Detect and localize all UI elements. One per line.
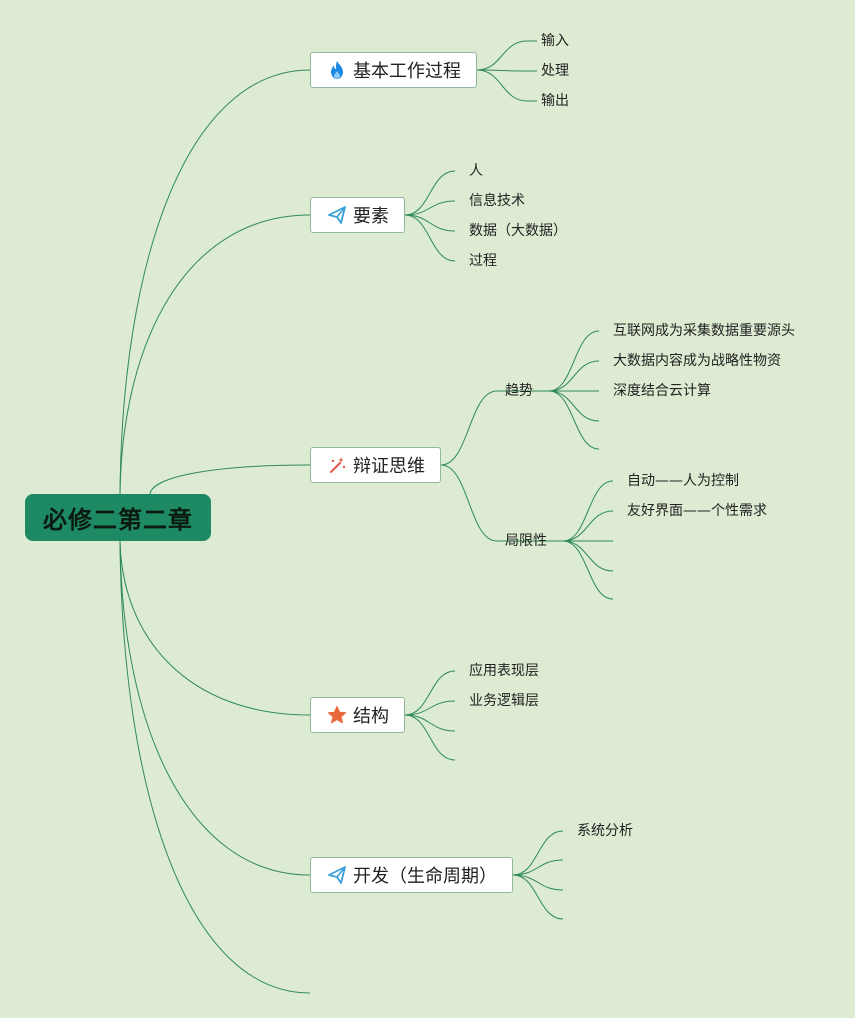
leaf-info-tech[interactable]: 信息技术 xyxy=(469,193,525,209)
connector-line xyxy=(548,330,600,392)
connector-line xyxy=(476,40,528,71)
leaf-trend-1[interactable]: 互联网成为采集数据重要源头 xyxy=(613,323,795,339)
leaf-output[interactable]: 输出 xyxy=(541,93,569,109)
root-topic[interactable]: 必修二第二章 xyxy=(25,494,211,541)
branch-label: 辩证思维 xyxy=(353,456,425,477)
flame-icon xyxy=(327,60,347,80)
connector-line xyxy=(562,510,614,542)
leaf-procedure[interactable]: 过程 xyxy=(469,253,497,269)
connector-line xyxy=(149,464,311,495)
paper-plane-icon xyxy=(327,865,347,885)
connector-line xyxy=(548,390,600,450)
connector-line xyxy=(476,69,528,102)
connector-line xyxy=(404,714,456,732)
connector-line xyxy=(404,214,456,232)
connector-line xyxy=(404,214,456,262)
leaf-limit-2[interactable]: 友好界面——个性需求 xyxy=(627,503,767,519)
leaf-process[interactable]: 处理 xyxy=(541,63,569,79)
paper-plane-icon xyxy=(327,205,347,225)
connector-line xyxy=(440,390,498,466)
connector-line xyxy=(512,830,564,876)
root-topic-label: 必修二第二章 xyxy=(43,506,193,534)
branch-dialectic[interactable]: 辩证思维 xyxy=(310,447,441,483)
connector-line xyxy=(476,69,528,72)
leaf-person[interactable]: 人 xyxy=(469,163,483,179)
branch-label: 基本工作过程 xyxy=(353,61,461,82)
leaf-system-analysis[interactable]: 系统分析 xyxy=(577,823,633,839)
connector-line xyxy=(119,540,311,994)
branch-elements[interactable]: 要素 xyxy=(310,197,405,233)
connector-line xyxy=(119,214,311,495)
connector-line xyxy=(404,170,456,216)
connector-line xyxy=(440,464,498,542)
connector-line xyxy=(512,859,564,876)
connector-line xyxy=(119,540,311,876)
magic-wand-icon xyxy=(327,455,347,475)
sub-limitation[interactable]: 局限性 xyxy=(505,533,547,549)
leaf-trend-3[interactable]: 深度结合云计算 xyxy=(613,383,711,399)
connector-line xyxy=(562,480,614,542)
connector-line xyxy=(562,540,614,600)
leaf-trend-2[interactable]: 大数据内容成为战略性物资 xyxy=(613,353,781,369)
connector-line xyxy=(404,700,456,716)
connector-line xyxy=(548,360,600,392)
branch-basic-process[interactable]: 基本工作过程 xyxy=(310,52,477,88)
connector-line xyxy=(562,540,614,572)
leaf-logic-layer[interactable]: 业务逻辑层 xyxy=(469,693,539,709)
connector-line xyxy=(512,874,564,891)
connector-line xyxy=(119,69,311,495)
branch-structure[interactable]: 结构 xyxy=(310,697,405,733)
connector-line xyxy=(404,200,456,216)
star-icon xyxy=(327,705,347,725)
connector-line xyxy=(404,714,456,761)
leaf-presentation-layer[interactable]: 应用表现层 xyxy=(469,663,539,679)
branch-label: 开发（生命周期） xyxy=(353,866,497,887)
connector-line xyxy=(404,670,456,716)
branch-label: 结构 xyxy=(353,706,389,727)
sub-trend[interactable]: 趋势 xyxy=(505,383,533,399)
branch-development[interactable]: 开发（生命周期） xyxy=(310,857,513,893)
leaf-data[interactable]: 数据（大数据） xyxy=(469,223,567,239)
connector-line xyxy=(512,874,564,920)
connector-line xyxy=(119,540,311,716)
branch-label: 要素 xyxy=(353,206,389,227)
connector-line xyxy=(548,390,600,422)
leaf-limit-1[interactable]: 自动——人为控制 xyxy=(627,473,739,489)
leaf-input[interactable]: 输入 xyxy=(541,33,569,49)
